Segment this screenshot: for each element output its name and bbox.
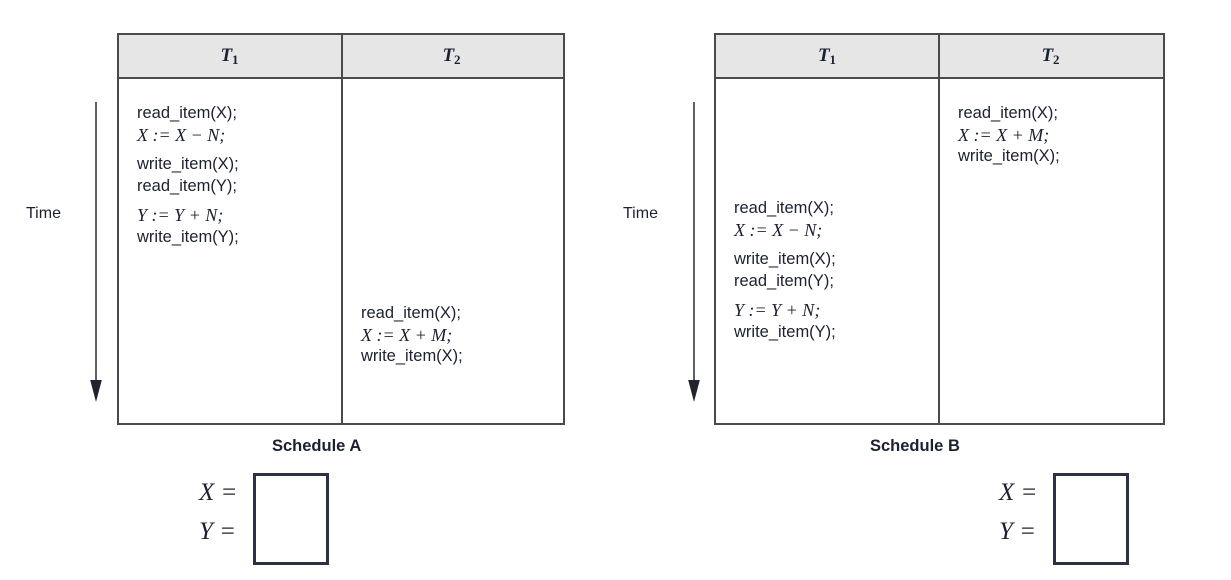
op-line: write_item(Y); [137,227,239,246]
schedule-a-caption: Schedule A [272,437,362,455]
schedule-b-y-label: Y = [999,518,1037,545]
op-spacer [734,241,836,249]
schedule-b-answer-box[interactable] [1053,473,1129,565]
time-arrow-b [688,102,700,402]
op-line: X := X + M; [958,124,1050,145]
schedule-b-t1-operations: read_item(X); X := X − N; write_item(X);… [734,198,836,343]
op-line: write_item(X); [734,250,836,268]
op-spacer [734,292,836,300]
header-t2-subscript: 2 [454,52,461,67]
header-t1-subscript: 1 [829,52,837,67]
header-t1-letter: T [817,45,830,66]
op-line: write_item(X); [137,155,239,173]
schedule-b-t2-operations: read_item(X); X := X + M; write_item(X); [958,103,1060,168]
time-arrow-a [90,102,102,402]
op-line: Y := Y + N; [734,300,821,320]
op-line: write_item(Y); [734,322,836,341]
op-line: write_item(X); [361,347,463,365]
op-line: Y := Y + N; [137,205,224,225]
op-line: X := X − N; [734,219,823,240]
schedule-a-y-label: Y = [199,518,237,545]
op-line: read_item(X); [137,104,237,122]
time-label-a: Time [26,205,61,222]
header-t1-letter: T [220,45,233,66]
op-line: read_item(Y); [137,176,237,195]
op-line: read_item(Y); [734,271,834,290]
schedule-b-column-divider [938,35,940,423]
schedule-a-t1-operations: read_item(X); X := X − N; write_item(X);… [137,103,239,248]
schedule-b-x-label: X = [999,479,1038,506]
header-t2-subscript: 2 [1053,52,1060,67]
time-label-b: Time [623,205,658,222]
op-line: write_item(X); [958,147,1060,165]
schedule-a-t2-operations: read_item(X); X := X + M; write_item(X); [361,303,463,368]
op-spacer [137,197,239,205]
header-t2-letter: T [442,45,455,66]
op-line: read_item(X); [734,199,834,217]
schedule-a-answer-box[interactable] [253,473,329,565]
schedule-a-x-label: X = [199,479,238,506]
op-line: X := X − N; [137,124,226,145]
op-line: X := X + M; [361,324,453,345]
op-spacer [137,146,239,154]
op-line: read_item(X); [361,304,461,322]
header-t1-subscript: 1 [232,52,239,67]
op-line: read_item(X); [958,104,1058,122]
header-t2-letter: T [1041,45,1054,66]
schedule-a-column-divider [341,35,343,423]
schedule-b-caption: Schedule B [870,437,960,455]
